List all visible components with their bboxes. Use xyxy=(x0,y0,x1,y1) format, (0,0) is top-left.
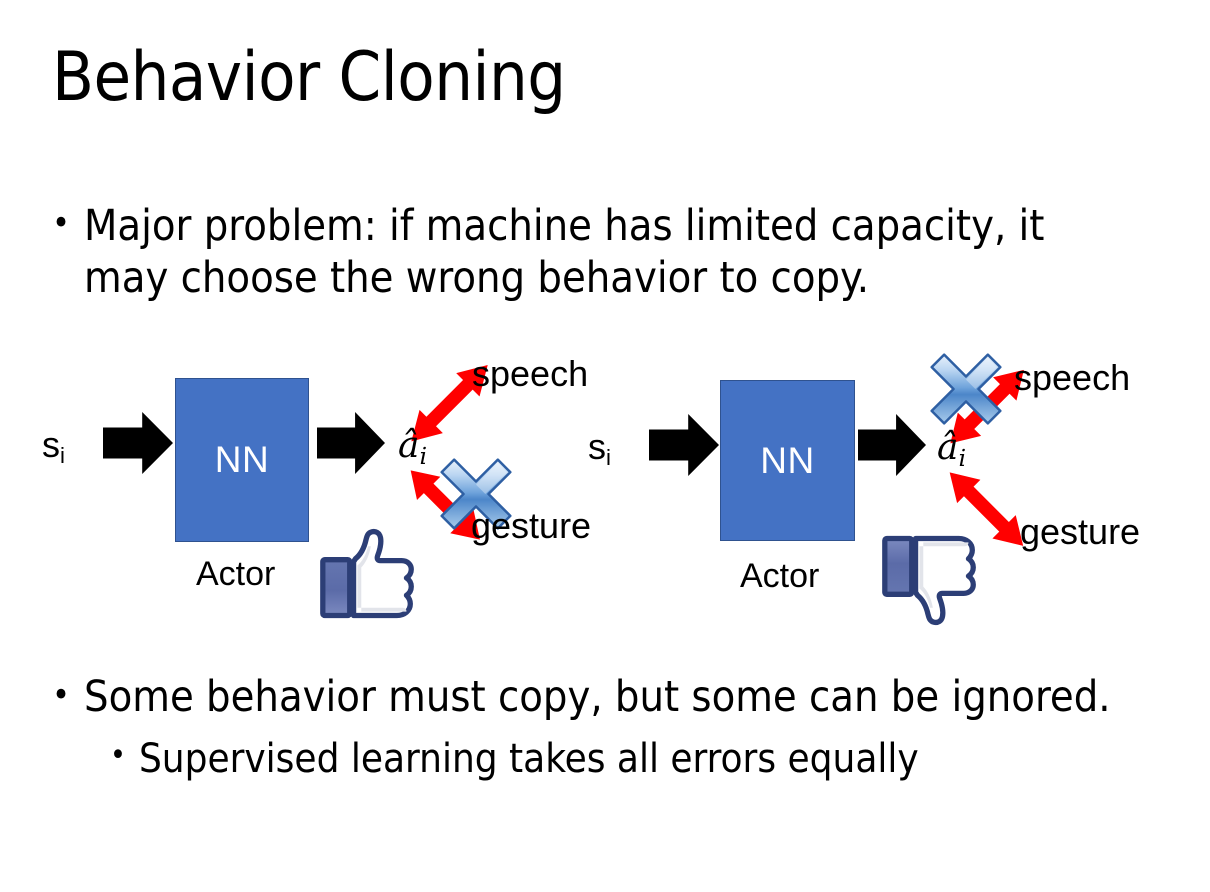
state-symbol: s xyxy=(588,426,606,467)
bullet-bottom-main-text: Some behavior must copy, but some can be… xyxy=(84,672,1111,722)
speech-label-left: speech xyxy=(472,353,589,394)
state-subscript: i xyxy=(60,443,65,469)
bullet-bottom-sub-text: Supervised learning takes all errors equ… xyxy=(138,736,919,782)
output-arrow-right xyxy=(858,414,926,476)
action-subscript: i xyxy=(958,444,967,473)
actor-label-left: Actor xyxy=(196,555,276,593)
cross-icon-right xyxy=(930,353,1002,425)
gesture-label-right: gesture xyxy=(1020,511,1141,552)
actor-label-right: Actor xyxy=(740,557,820,595)
output-arrow-left xyxy=(317,412,385,474)
action-label-left: âi xyxy=(398,425,427,469)
state-symbol: s xyxy=(42,424,60,465)
input-arrow-right xyxy=(649,414,719,476)
thumbs-down-icon xyxy=(885,539,973,623)
action-symbol: â xyxy=(937,427,959,468)
bullet-row: • Some behavior must copy, but some can … xyxy=(52,672,1162,724)
page-title: Behavior Cloning xyxy=(52,38,566,117)
bullet-bottom-main: • Some behavior must copy, but some can … xyxy=(52,672,1162,724)
thumbs-up-icon xyxy=(323,532,411,616)
action-subscript: i xyxy=(419,442,428,471)
state-subscript: i xyxy=(606,445,611,471)
input-arrow-left xyxy=(103,412,173,474)
bullet-dot-icon: • xyxy=(110,738,126,773)
speech-label-right: speech xyxy=(1014,357,1131,398)
action-symbol: â xyxy=(398,425,420,466)
gesture-label-left: gesture xyxy=(471,505,592,546)
bullet-bottom-sub: • Supervised learning takes all errors e… xyxy=(110,735,1160,783)
state-label-left: si xyxy=(42,424,65,469)
bullet-row: • Major problem: if machine has limited … xyxy=(52,200,1112,305)
nn-box-left: NN xyxy=(175,378,309,542)
bullet-top: • Major problem: if machine has limited … xyxy=(52,200,1112,305)
bullet-dot-icon: • xyxy=(52,675,71,715)
bullet-top-text: Major problem: if machine has limited ca… xyxy=(84,201,1045,304)
state-label-right: si xyxy=(588,426,611,471)
nn-box-right: NN xyxy=(720,380,855,541)
bullet-dot-icon: • xyxy=(52,203,71,243)
bullet-row: • Supervised learning takes all errors e… xyxy=(110,735,1160,783)
nn-box-label: NN xyxy=(214,439,270,480)
action-label-right: âi xyxy=(937,427,966,471)
nn-box-label: NN xyxy=(760,439,815,481)
